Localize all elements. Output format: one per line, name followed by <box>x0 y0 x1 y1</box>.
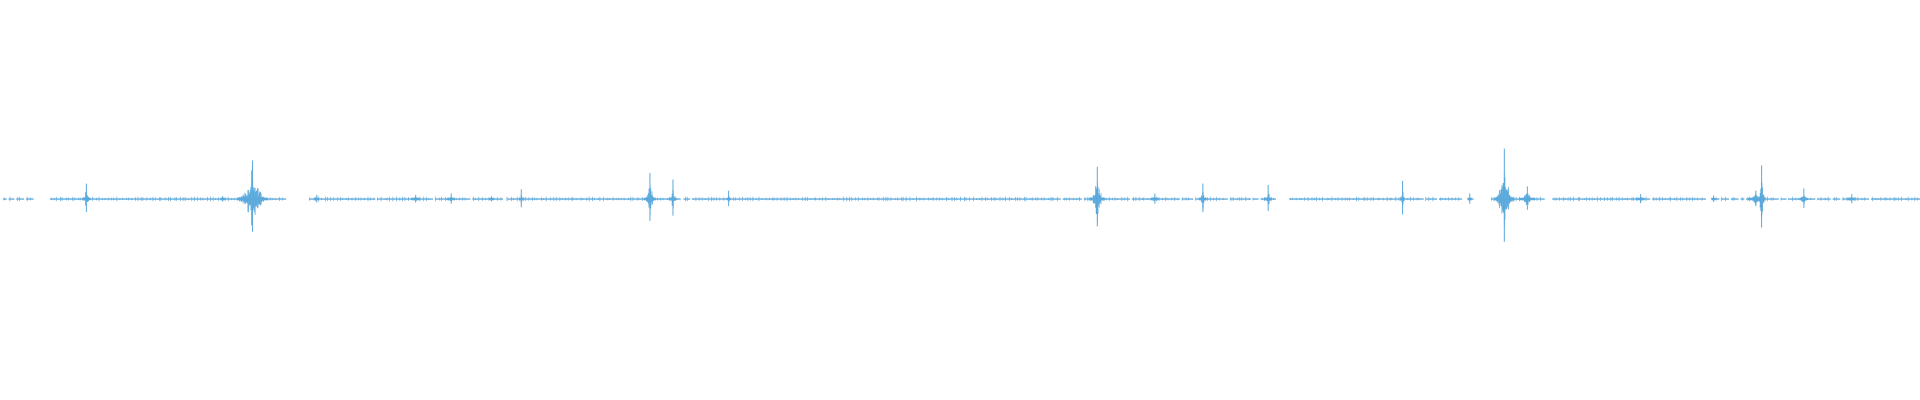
baseline-segment <box>683 198 691 200</box>
baseline-segment <box>1842 198 1870 200</box>
baseline-segment <box>16 198 24 200</box>
waveform-burst <box>1150 193 1159 204</box>
baseline-segment <box>1490 198 1545 200</box>
baseline-segment <box>1780 198 1787 200</box>
waveform-burst <box>1198 183 1207 213</box>
baseline-segment <box>728 198 1061 200</box>
baseline-segment <box>692 198 727 200</box>
waveform-burst <box>643 173 656 222</box>
waveform-burst <box>314 194 319 203</box>
baseline-segment <box>309 198 376 200</box>
waveform-burst <box>726 190 731 207</box>
baseline-segment <box>1425 198 1438 200</box>
baseline-segment <box>1252 198 1259 200</box>
baseline-segment <box>8 198 15 200</box>
waveform-burst <box>1711 195 1716 202</box>
baseline-segment <box>1083 198 1130 200</box>
waveform-burst <box>446 193 455 204</box>
baseline-segment <box>1871 198 1920 200</box>
waveform-burst <box>236 160 269 232</box>
waveform-burst <box>489 196 494 202</box>
baseline-segment <box>1730 198 1739 200</box>
baseline-segment <box>1439 198 1462 200</box>
waveform-burst <box>1089 166 1105 227</box>
waveform-baseline <box>2 196 1920 202</box>
baseline-segment <box>49 198 287 200</box>
baseline-segment <box>1721 198 1729 200</box>
baseline-segment <box>25 198 34 200</box>
waveform-burst <box>1757 165 1766 228</box>
baseline-segment <box>1062 198 1082 200</box>
waveform-burst <box>668 179 677 216</box>
baseline-segment <box>2 198 7 200</box>
waveform-bursts <box>82 148 1856 242</box>
waveform-burst <box>82 183 91 213</box>
waveform-burst <box>1263 185 1272 211</box>
waveform-burst <box>1494 148 1515 242</box>
baseline-segment <box>1181 198 1194 200</box>
waveform-burst <box>220 196 225 202</box>
waveform-burst <box>411 194 420 203</box>
waveform-burst <box>1467 193 1472 204</box>
waveform-burst <box>518 189 524 208</box>
waveform-burst <box>1636 194 1645 204</box>
waveform-burst <box>1799 188 1808 208</box>
waveform-burst <box>1847 194 1856 204</box>
baseline-segment <box>1652 198 1706 200</box>
waveform-burst <box>1400 180 1405 215</box>
baseline-segment <box>506 198 681 200</box>
baseline-segment <box>1229 198 1251 200</box>
baseline-segment <box>1195 198 1228 200</box>
baseline-segment <box>1817 198 1831 200</box>
baseline-segment <box>472 198 503 200</box>
waveform-burst <box>1519 186 1536 210</box>
baseline-segment <box>1552 198 1651 200</box>
